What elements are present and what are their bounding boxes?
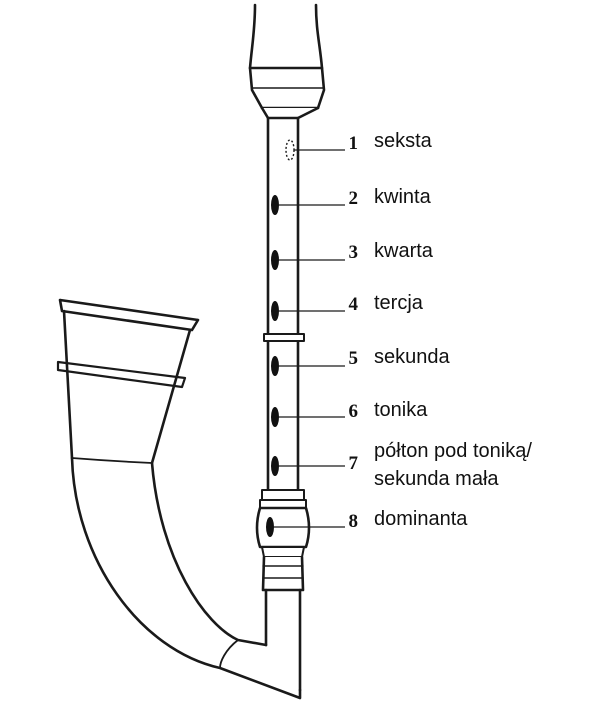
hole-number-4: 4 xyxy=(348,294,359,315)
hole-label-3: kwarta xyxy=(374,240,433,262)
horn-bell xyxy=(58,298,200,332)
finger-hole-5 xyxy=(271,356,279,376)
hole-number-7: 7 xyxy=(348,453,359,474)
hole-number-3: 3 xyxy=(348,242,359,263)
hole-label-5: sekunda xyxy=(374,346,450,368)
chanter-pipe xyxy=(266,116,300,492)
finger-hole-6 xyxy=(271,407,279,427)
finger-hole-3 xyxy=(271,250,279,270)
horn-body xyxy=(70,456,302,700)
hole-label-6: tonika xyxy=(374,399,428,421)
hole-number-5: 5 xyxy=(348,348,359,369)
hole-label-7-line2: sekunda mała xyxy=(374,468,499,490)
finger-hole-8 xyxy=(266,517,274,537)
hole-label-2: kwinta xyxy=(374,186,431,208)
pipe-band xyxy=(263,333,305,342)
hole-label-8: dominanta xyxy=(374,508,468,530)
mouthpiece xyxy=(248,3,324,70)
hole-number-8: 8 xyxy=(348,511,359,532)
hole-label-1: seksta xyxy=(374,130,432,152)
hole-number-6: 6 xyxy=(348,401,359,422)
leader-lines xyxy=(274,149,345,528)
finger-hole-2 xyxy=(271,195,279,215)
finger-hole-4 xyxy=(271,301,279,321)
finger-hole-1 xyxy=(285,139,295,161)
finger-hole-7 xyxy=(271,456,279,476)
hole-number-1: 1 xyxy=(348,133,359,154)
hole-label-4: tercja xyxy=(374,292,423,314)
finger-holes xyxy=(266,139,295,537)
hole-label-7: półton pod toniką/ xyxy=(374,440,532,462)
hole-number-2: 2 xyxy=(348,188,359,209)
